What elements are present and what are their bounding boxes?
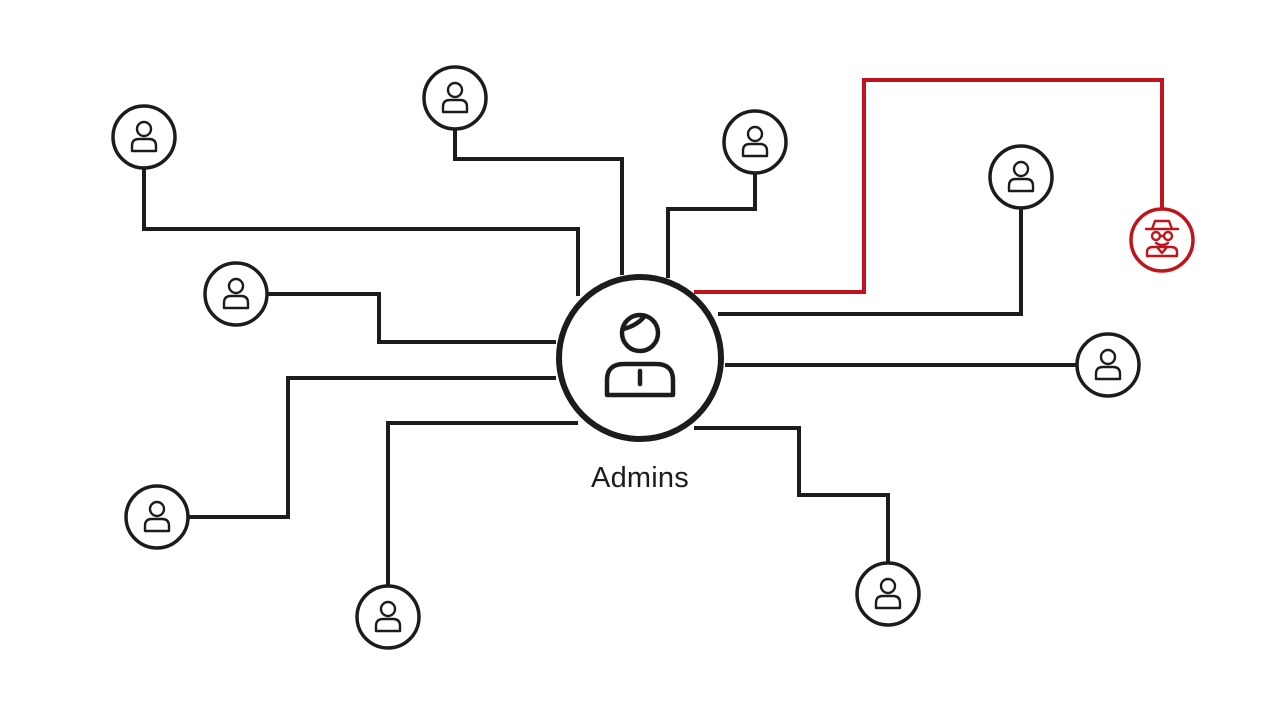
user-node <box>422 65 488 131</box>
connector-top <box>453 128 624 275</box>
hub-label: Admins <box>591 462 689 494</box>
user-node <box>355 584 421 650</box>
user-node <box>722 109 788 175</box>
connector-bottom-left <box>386 421 578 586</box>
connector-left-lower <box>189 376 556 519</box>
user-node <box>111 104 177 170</box>
admin-user-icon <box>604 312 676 398</box>
user-node <box>124 484 190 550</box>
intruder-node <box>1129 207 1195 273</box>
connector-right-upper <box>718 207 1023 316</box>
connections <box>142 128 1076 586</box>
admins-hub: Admins <box>556 274 724 494</box>
user-node <box>1075 332 1141 398</box>
user-node <box>855 561 921 627</box>
user-node <box>988 144 1054 210</box>
connector-top-right <box>666 172 757 278</box>
user-node <box>203 261 269 327</box>
spy-hacker-icon <box>1144 219 1180 258</box>
connector-bottom-right <box>694 426 890 563</box>
connector-top-left <box>142 167 580 296</box>
connector-left-upper <box>267 292 556 344</box>
intruder-connector <box>694 78 1164 294</box>
